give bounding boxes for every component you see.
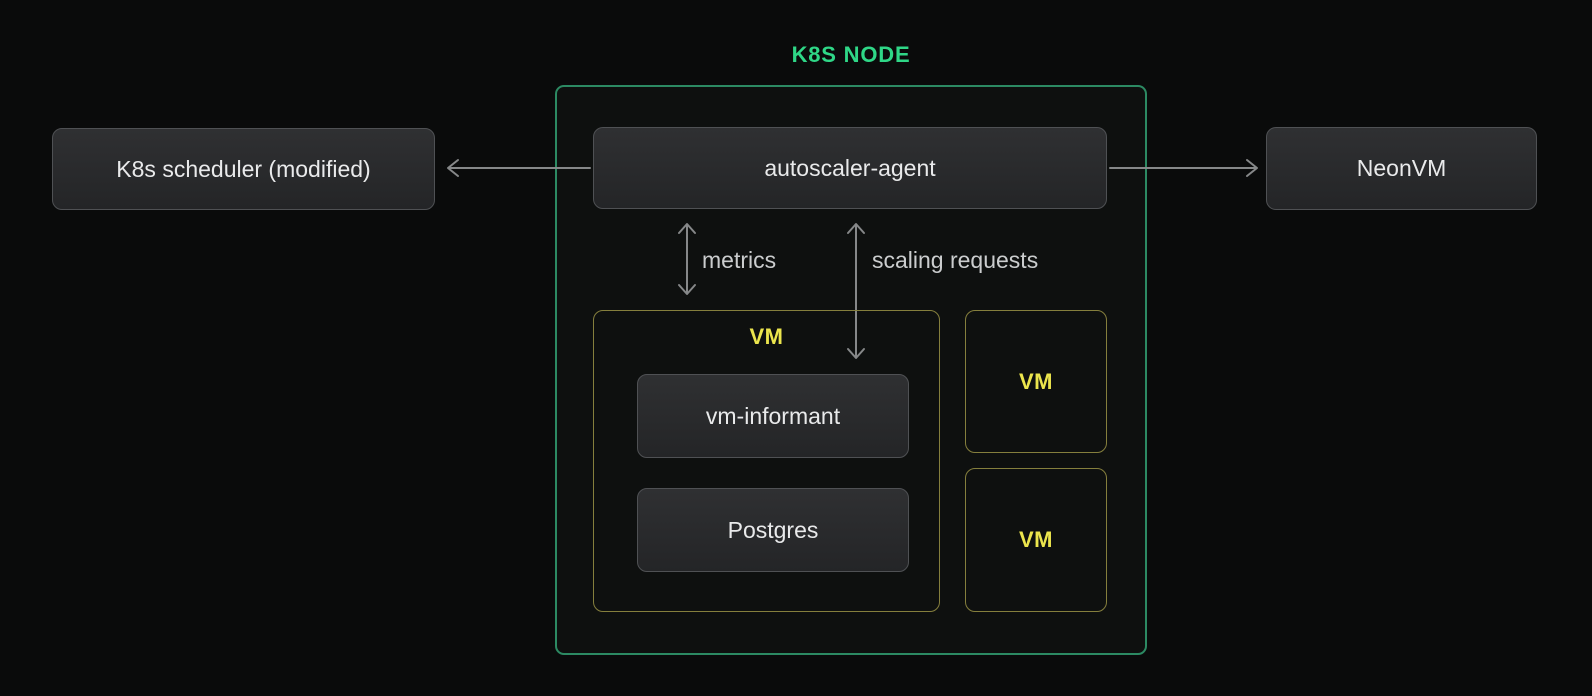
vm-node-1: VM bbox=[965, 310, 1107, 453]
diagram-title: K8S NODE bbox=[791, 42, 911, 67]
vm-node-1-label: VM bbox=[1019, 368, 1053, 394]
k8s-scheduler-node: K8s scheduler (modified) bbox=[52, 128, 435, 210]
vm-informant-node: vm-informant bbox=[637, 374, 909, 458]
scaling-requests-edge-label: scaling requests bbox=[872, 247, 1039, 273]
vm-container-label: VM bbox=[749, 324, 784, 349]
postgres-label: Postgres bbox=[727, 516, 819, 543]
autoscaler-agent-label: autoscaler-agent bbox=[764, 154, 936, 181]
metrics-edge-label: metrics bbox=[702, 247, 777, 273]
vm-container: VM bbox=[593, 310, 940, 612]
neonvm-node: NeonVM bbox=[1266, 127, 1537, 210]
vm-node-2-label: VM bbox=[1019, 527, 1053, 552]
postgres-node: Postgres bbox=[637, 488, 909, 572]
neonvm-label: NeonVM bbox=[1356, 155, 1447, 181]
vm-node-2: VM bbox=[965, 468, 1107, 612]
autoscaler-agent-node: autoscaler-agent bbox=[593, 127, 1107, 209]
vm-informant-label: vm-informant bbox=[705, 402, 841, 429]
k8s-scheduler-label: K8s scheduler (modified) bbox=[116, 155, 371, 182]
